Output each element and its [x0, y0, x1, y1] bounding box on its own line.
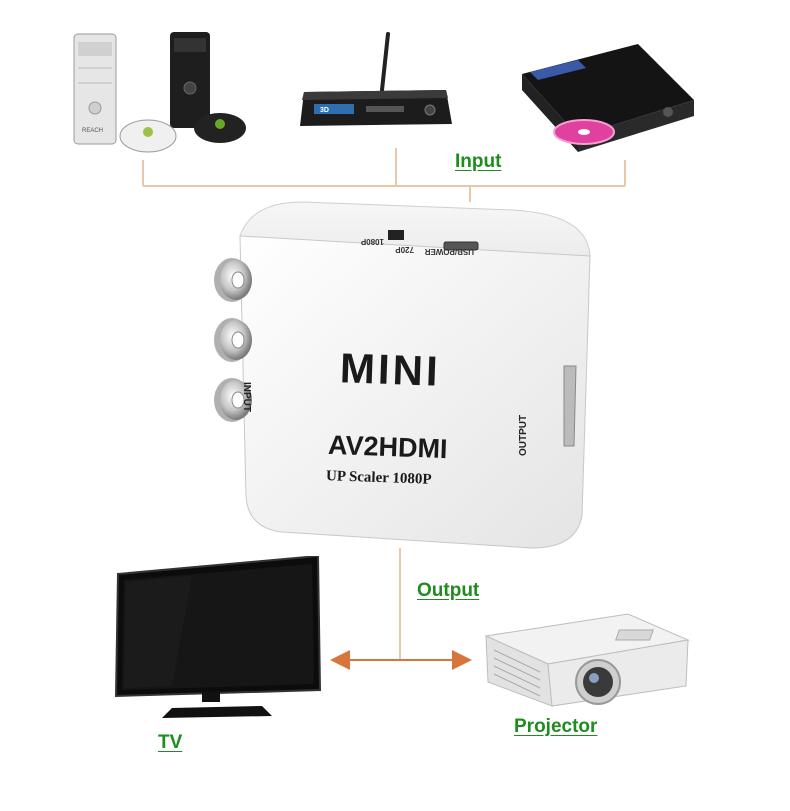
rca-jacks	[214, 258, 252, 422]
receiver-badge: 3D	[320, 107, 329, 114]
device-switch-1080-label: 1080P	[360, 237, 384, 246]
usb-port	[443, 241, 479, 251]
device-input-side-label: INPUT	[241, 382, 252, 412]
tv-image	[114, 556, 322, 718]
device-brand-text: MINI	[339, 344, 442, 395]
dvd-player-image	[522, 44, 694, 152]
receiver-image: 3D	[300, 32, 452, 126]
resolution-switch	[388, 230, 404, 240]
output-label: Output	[417, 580, 480, 601]
projector-image	[484, 613, 690, 707]
device-usb-label: USB/POWER	[424, 247, 474, 256]
tv-label: TV	[158, 732, 183, 753]
hdmi-port	[563, 365, 577, 447]
input-bracket	[142, 148, 626, 202]
device-switch-720-label: 720P	[395, 245, 414, 254]
device-output-side-label: OUTPUT	[518, 414, 529, 456]
av2hdmi-device: MINI AV2HDMI UP Scaler 1080P INPUT OUTPU…	[212, 196, 612, 556]
device-body	[214, 201, 591, 549]
game-console-image: REACH	[73, 32, 246, 153]
device-subtitle-text: UP Scaler 1080P	[325, 468, 432, 488]
input-label: Input	[455, 151, 502, 172]
console-box-text: REACH	[82, 128, 103, 134]
device-model-text: AV2HDMI	[327, 429, 449, 465]
projector-label: Projector	[514, 716, 598, 737]
